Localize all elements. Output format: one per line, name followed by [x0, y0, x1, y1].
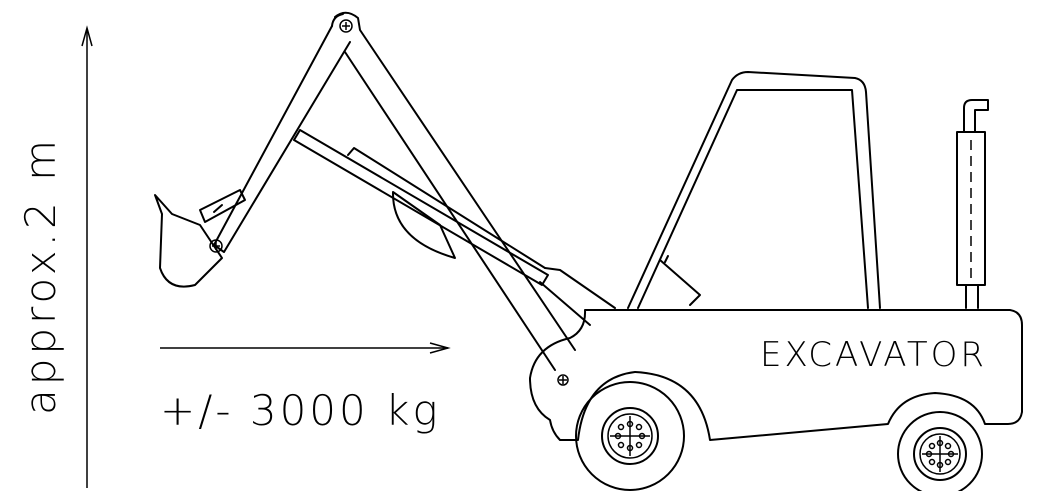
height-label: approx.2 m: [16, 136, 65, 415]
bucket-pivot: [209, 239, 223, 253]
reach-arrow: [160, 342, 451, 354]
body-label: EXCAVATOR: [760, 335, 987, 375]
bucket: [154, 194, 223, 288]
hydraulic-cylinder: [293, 129, 616, 326]
ram-housing: [391, 191, 456, 259]
vehicle-body: [529, 309, 1023, 441]
height-arrow: [81, 25, 93, 488]
boom: [213, 11, 576, 371]
boom-pivot-top: [339, 19, 353, 33]
bucket-arm: [199, 189, 246, 223]
load-label: +/- 3000 kg: [160, 386, 441, 435]
cab-frame: [627, 71, 881, 309]
rear-wheel: [897, 411, 983, 491]
exhaust-pipe: [956, 99, 989, 309]
front-wheel: [575, 381, 685, 491]
body-pivot: [557, 374, 569, 386]
